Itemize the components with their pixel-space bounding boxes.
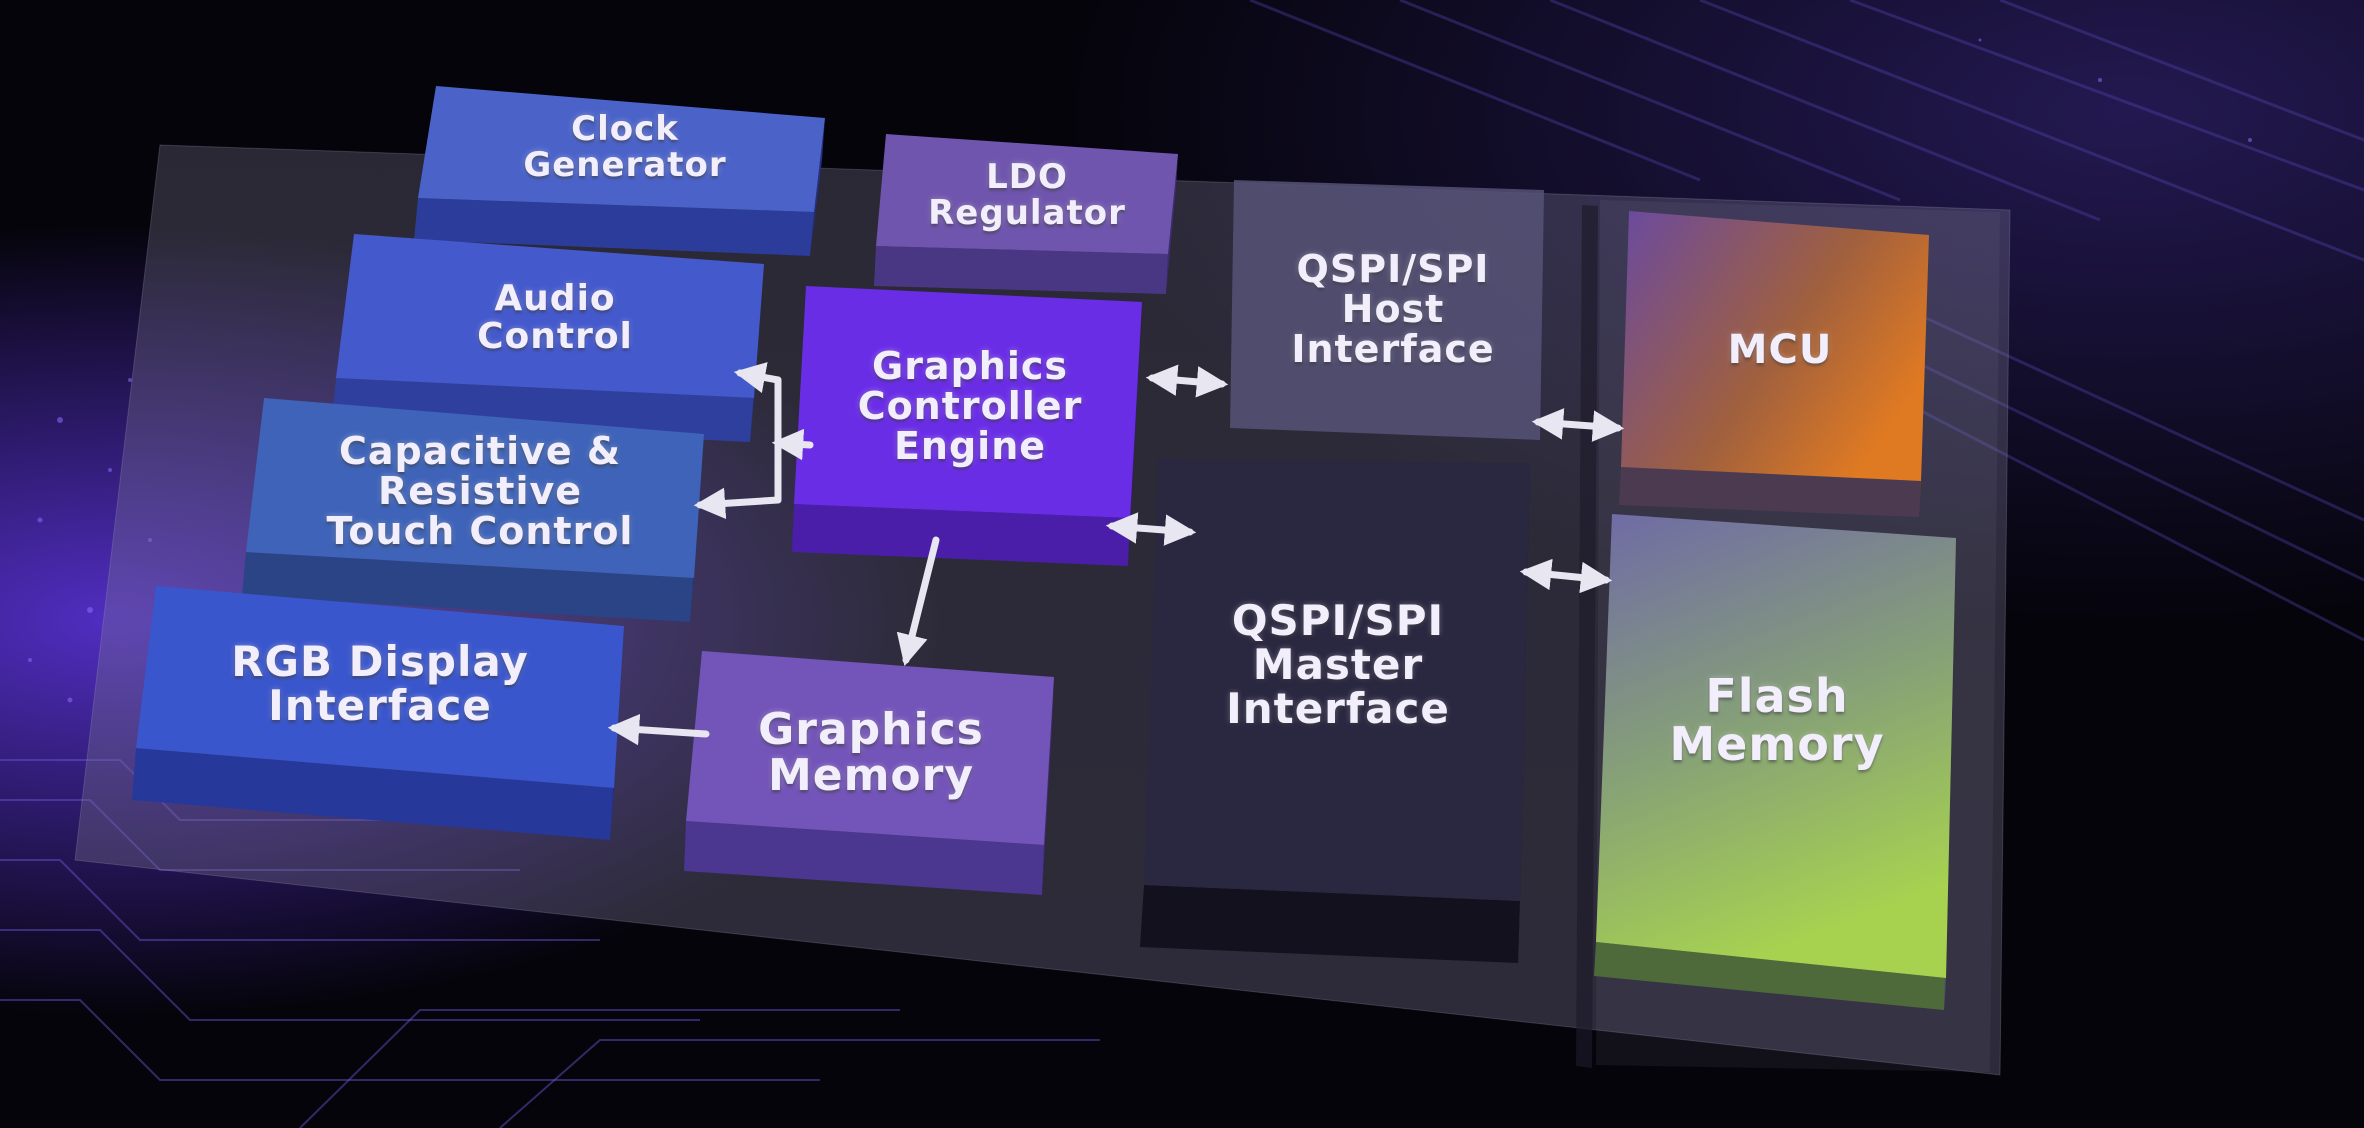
mcu-block: MCU bbox=[1615, 205, 1935, 525]
rgb-display-interface-block: RGB Display Interface bbox=[130, 580, 630, 850]
graphics-memory-label: Graphics Memory bbox=[758, 703, 984, 801]
audio-control-label: Audio Control bbox=[477, 278, 633, 357]
qspi-host-interface-label: QSPI/SPI Host Interface bbox=[1291, 247, 1495, 371]
flash-memory-block: Flash Memory bbox=[1592, 510, 1962, 1020]
graphics-memory-block: Graphics Memory bbox=[682, 645, 1062, 905]
clock-generator-block: Clock Generator bbox=[410, 80, 830, 270]
touch-control-block: Capacitive & Resistive Touch Control bbox=[240, 392, 710, 632]
flash-memory-label: Flash Memory bbox=[1669, 668, 1885, 771]
qspi-host-interface-block: QSPI/SPI Host Interface bbox=[1228, 170, 1548, 450]
ldo-regulator-label: LDO Regulator bbox=[928, 157, 1126, 233]
mcu-label: MCU bbox=[1727, 327, 1833, 373]
clock-generator-label: Clock Generator bbox=[523, 109, 727, 185]
ldo-regulator-block: LDO Regulator bbox=[872, 128, 1182, 303]
graphics-controller-engine-block: Graphics Controller Engine bbox=[790, 282, 1150, 577]
qspi-master-interface-label: QSPI/SPI Master Interface bbox=[1226, 595, 1450, 734]
rgb-display-interface-label: RGB Display Interface bbox=[231, 636, 529, 730]
touch-control-label: Capacitive & Resistive Touch Control bbox=[326, 429, 634, 553]
graphics-controller-engine-label: Graphics Controller Engine bbox=[857, 344, 1083, 468]
qspi-master-interface-block: QSPI/SPI Master Interface bbox=[1138, 455, 1538, 975]
